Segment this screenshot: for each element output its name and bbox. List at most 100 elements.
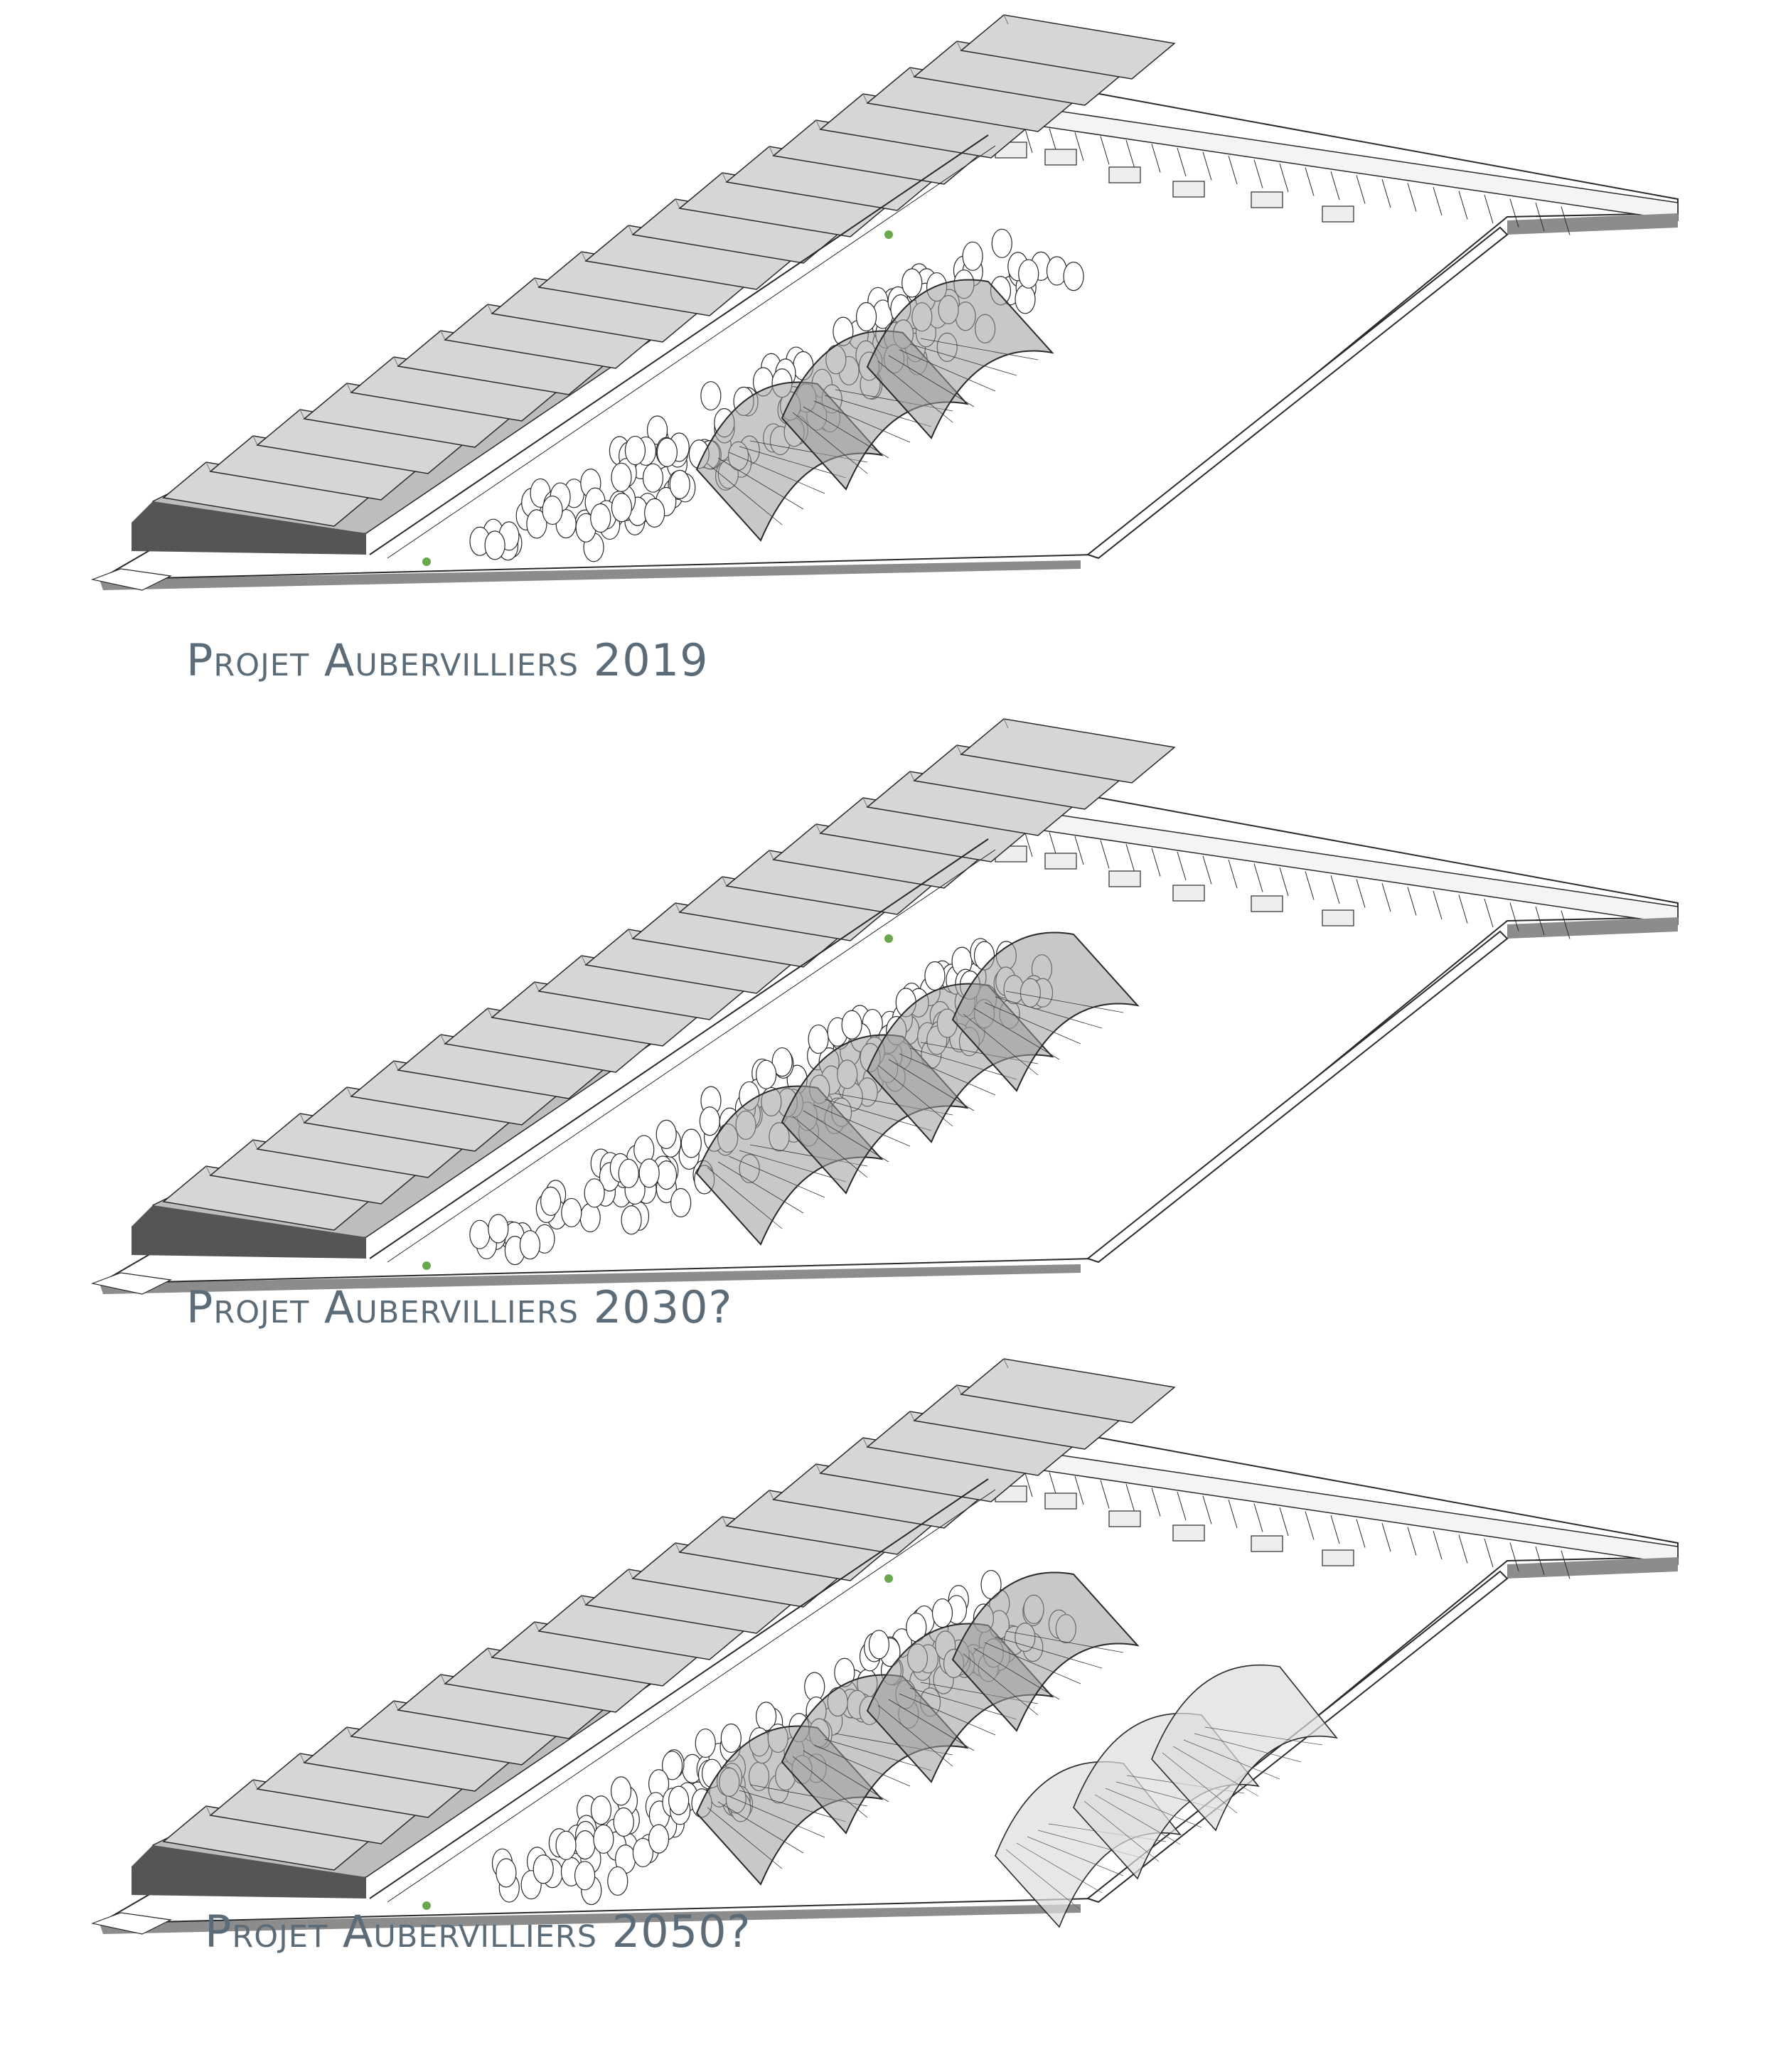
vault-rib — [707, 463, 783, 525]
rail-track — [387, 849, 996, 1263]
green-accent — [884, 230, 893, 239]
vault-rib — [728, 452, 825, 494]
tree-icon — [841, 1010, 862, 1040]
roof-ridge — [393, 356, 399, 367]
tree-icon — [590, 503, 611, 533]
caption-2019: Projet Aubervilliers 2019 — [186, 634, 709, 686]
tree-icon — [611, 493, 633, 523]
parking-line — [1484, 1538, 1494, 1568]
roof-ridge — [1003, 718, 1009, 729]
parking-line — [1433, 186, 1443, 216]
parking-line — [1151, 848, 1161, 877]
vault-rib — [707, 1167, 783, 1229]
parking-line — [1561, 910, 1570, 939]
vault-rib — [888, 1059, 975, 1111]
roof-ridge — [956, 1384, 962, 1395]
ground-shadow — [100, 560, 1081, 590]
parking-line — [1330, 171, 1340, 201]
roof-ridge — [487, 304, 493, 314]
vault-rib — [877, 1064, 953, 1127]
rail-track — [387, 145, 996, 559]
vault-rib — [728, 1155, 825, 1198]
roof-ridge — [581, 955, 587, 966]
tree-icon — [624, 435, 646, 466]
roof-ridge — [346, 1726, 352, 1737]
tree-icon — [695, 1728, 716, 1758]
parking-line — [1151, 144, 1161, 173]
vault-rib — [1005, 990, 1124, 1013]
road-shadow — [1507, 1557, 1678, 1579]
roof-ridge — [769, 1490, 774, 1500]
tree-icon — [593, 1824, 614, 1854]
tree-icon — [488, 1214, 509, 1244]
parking-line — [1100, 1480, 1110, 1509]
roof-ridge — [628, 1569, 633, 1579]
tree-icon — [855, 301, 877, 332]
tree-icon — [526, 509, 547, 539]
parking-line — [1561, 206, 1570, 235]
vault-rib — [1005, 1849, 1081, 1911]
vault-rib — [728, 1795, 825, 1838]
vault-rib — [888, 355, 975, 407]
parking-line — [1407, 183, 1417, 212]
roof-ridge — [393, 1700, 399, 1711]
roof-ridge — [487, 1008, 493, 1018]
tree-icon — [555, 1830, 577, 1860]
roof-ridge — [675, 1542, 680, 1553]
roof-ridge — [440, 1674, 446, 1684]
parking-line — [1509, 1542, 1519, 1571]
tree-icon — [756, 1059, 777, 1089]
tree-icon — [610, 1776, 632, 1806]
tree-icon — [484, 530, 505, 560]
green-accent — [422, 1261, 431, 1270]
parking-line — [1253, 863, 1263, 892]
vault-rib — [920, 338, 1039, 361]
entrance-ramp — [90, 1272, 172, 1295]
tree-icon — [720, 1723, 742, 1753]
vault-rib — [909, 1047, 1017, 1080]
caption-2050: Projet Aubervilliers 2050? — [205, 1906, 751, 1958]
roof-ridge — [628, 225, 633, 235]
roof-ridge — [393, 1060, 399, 1071]
vault-rib — [1083, 1800, 1160, 1862]
entrance-ramp — [90, 1912, 172, 1935]
tree-icon — [644, 498, 665, 528]
roof-ridge — [769, 850, 774, 860]
roof-ridge — [205, 1165, 211, 1176]
vault-rib — [1105, 1788, 1202, 1828]
vault-rib — [1194, 1733, 1302, 1763]
tree-icon — [991, 228, 1012, 258]
vault-rib — [1094, 1794, 1181, 1845]
parking-line — [1177, 1491, 1187, 1521]
rail-track — [369, 134, 989, 555]
outbuilding — [1044, 853, 1077, 870]
parking-line — [1381, 178, 1391, 208]
tree-icon — [662, 1751, 683, 1780]
roof-ridge — [909, 1411, 915, 1421]
parking-line — [1433, 1530, 1443, 1560]
tree-icon — [680, 1128, 702, 1158]
parking-line — [1381, 1522, 1391, 1552]
parking-line — [1509, 902, 1519, 931]
tree-icon — [669, 469, 690, 499]
vault-rib — [995, 996, 1103, 1029]
parking-line — [1202, 1495, 1212, 1524]
roof-ridge — [675, 198, 680, 209]
vault-rib — [792, 1756, 868, 1818]
isometric-site-drawing-2030 — [90, 718, 1679, 1295]
roof-ridge — [815, 1463, 821, 1474]
vault-rib — [963, 1013, 1039, 1076]
outbuilding — [1108, 1510, 1141, 1527]
roof-ridge — [862, 93, 868, 104]
vault-rib — [888, 1699, 975, 1751]
green-accent — [422, 557, 431, 566]
tree-icon — [1063, 262, 1084, 292]
panel-2030: Projet Aubervilliers 2030? — [0, 704, 1766, 1344]
tree-icon — [519, 1230, 541, 1260]
tree-icon — [540, 1186, 562, 1216]
vault-rib — [739, 1790, 847, 1822]
warehouse-base — [132, 1845, 366, 1899]
vault-rib — [1183, 1739, 1280, 1780]
vault-rib — [813, 1104, 911, 1147]
green-accent — [884, 934, 893, 943]
